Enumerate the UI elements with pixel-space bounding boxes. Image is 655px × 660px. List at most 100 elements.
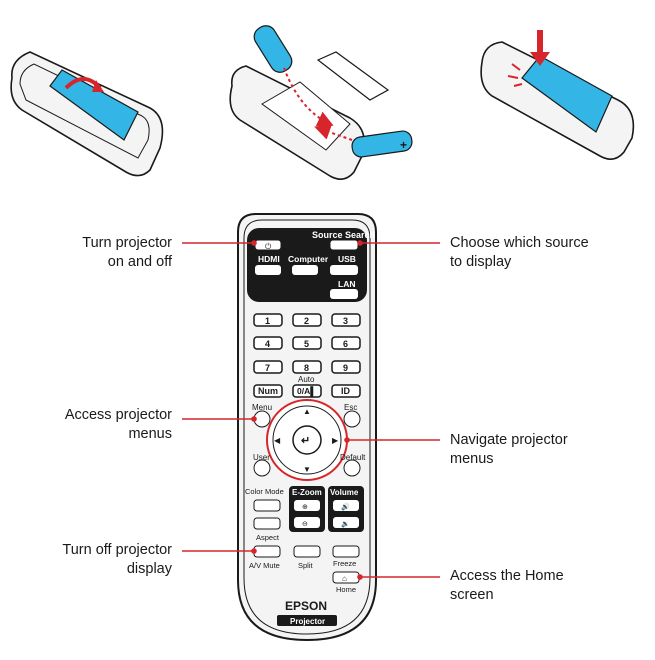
digit-label: 9 bbox=[343, 363, 348, 373]
digit-label: 8 bbox=[304, 363, 309, 373]
volume-up-icon: 🔊 bbox=[341, 502, 350, 511]
battery-cover bbox=[521, 55, 613, 133]
digit-button[interactable] bbox=[292, 336, 322, 350]
digit-label: 3 bbox=[343, 316, 348, 326]
battery-icon bbox=[351, 130, 413, 158]
callout-avmute-line2: display bbox=[126, 561, 172, 577]
callout-home-line2: screen bbox=[450, 587, 494, 603]
menu-label: Menu bbox=[252, 403, 272, 412]
battery-cover bbox=[49, 69, 139, 141]
ezoom-label: E-Zoom bbox=[292, 488, 322, 497]
callout-home: Access the Home screen bbox=[450, 567, 564, 605]
zero-button[interactable] bbox=[292, 384, 322, 398]
usb-button[interactable] bbox=[330, 265, 358, 275]
num-label: Num bbox=[258, 386, 278, 396]
callout-avmute: Turn off projector display bbox=[16, 541, 172, 579]
callout-lines bbox=[182, 240, 440, 580]
up-arrow-icon[interactable]: ▲ bbox=[303, 407, 311, 416]
battery-cover-loose bbox=[316, 51, 390, 101]
battery-step-3 bbox=[480, 30, 635, 160]
callout-menus-line1: Access projector bbox=[64, 407, 172, 423]
digit-label: 4 bbox=[265, 339, 270, 349]
default-button[interactable] bbox=[343, 459, 361, 477]
battery-step-2: + bbox=[229, 25, 413, 180]
digit-label: 6 bbox=[343, 339, 348, 349]
left-arrow-icon[interactable]: ◀ bbox=[274, 436, 281, 445]
hdmi-button[interactable] bbox=[255, 265, 281, 275]
callout-navigate-line2: menus bbox=[450, 451, 494, 467]
ezoom-in-button[interactable] bbox=[294, 500, 320, 511]
digit-button[interactable] bbox=[253, 313, 283, 327]
svg-text:+: + bbox=[400, 138, 407, 152]
source-search-button[interactable] bbox=[329, 239, 359, 251]
digit-label: 7 bbox=[265, 363, 270, 373]
volume-down-button[interactable] bbox=[333, 517, 359, 528]
right-arrow-icon[interactable]: ▶ bbox=[332, 436, 339, 445]
id-button[interactable] bbox=[331, 384, 361, 398]
digit-label: 2 bbox=[304, 316, 309, 326]
zoom-in-icon: ⊕ bbox=[302, 504, 308, 511]
callout-menus: Access projector menus bbox=[16, 406, 172, 444]
callout-power-line1: Turn projector bbox=[82, 235, 172, 251]
usb-label: USB bbox=[338, 254, 356, 264]
freeze-label: Freeze bbox=[333, 559, 356, 568]
esc-label: Esc bbox=[344, 403, 357, 412]
aspect-button[interactable] bbox=[253, 517, 281, 530]
number-pad: 1 2 3 4 5 6 7 8 9 bbox=[253, 313, 361, 374]
digit-button[interactable] bbox=[331, 313, 361, 327]
model-label: Projector bbox=[290, 617, 325, 626]
brand-logo: EPSON bbox=[285, 599, 327, 613]
callout-avmute-line1: Turn off projector bbox=[62, 542, 172, 558]
callout-menus-line2: menus bbox=[128, 426, 172, 442]
color-mode-button[interactable] bbox=[253, 499, 281, 512]
volume-label: Volume bbox=[330, 488, 359, 497]
split-button[interactable] bbox=[293, 545, 321, 558]
zero-label: 0/A▌ bbox=[297, 386, 316, 397]
hdmi-label: HDMI bbox=[258, 254, 280, 264]
user-label: User bbox=[253, 453, 270, 462]
lan-label: LAN bbox=[338, 279, 355, 289]
battery-step-1 bbox=[10, 51, 164, 177]
digit-button[interactable] bbox=[292, 313, 322, 327]
av-mute-button[interactable] bbox=[253, 545, 281, 558]
callout-source-line2: to display bbox=[450, 254, 512, 270]
volume-up-button[interactable] bbox=[333, 500, 359, 511]
esc-button[interactable] bbox=[343, 410, 361, 428]
callout-power: Turn projector on and off bbox=[16, 234, 172, 272]
auto-label: Auto bbox=[298, 375, 315, 384]
enter-icon: ↵ bbox=[301, 435, 310, 447]
callout-source: Choose which source to display bbox=[450, 234, 589, 272]
callout-home-line1: Access the Home bbox=[450, 568, 564, 584]
id-label: ID bbox=[341, 386, 351, 396]
lan-button[interactable] bbox=[330, 289, 358, 299]
callout-power-line2: on and off bbox=[107, 254, 172, 270]
callout-navigate-line1: Navigate projector bbox=[450, 432, 568, 448]
power-icon: ⏻ bbox=[265, 242, 272, 251]
callout-navigate: Navigate projector menus bbox=[450, 431, 568, 469]
computer-button[interactable] bbox=[292, 265, 318, 275]
color-mode-label: Color Mode bbox=[245, 487, 284, 496]
source-search-label: Source Search bbox=[312, 230, 375, 240]
digit-button[interactable] bbox=[253, 336, 283, 350]
digit-button[interactable] bbox=[331, 360, 361, 374]
default-label: Default bbox=[340, 453, 366, 462]
digit-button[interactable] bbox=[253, 360, 283, 374]
ezoom-out-button[interactable] bbox=[294, 517, 320, 528]
computer-label: Computer bbox=[288, 254, 329, 264]
freeze-button[interactable] bbox=[332, 545, 360, 558]
digit-button[interactable] bbox=[331, 336, 361, 350]
battery-icon bbox=[253, 25, 293, 73]
digit-label: 5 bbox=[304, 339, 309, 349]
num-button[interactable] bbox=[253, 384, 283, 398]
home-label: Home bbox=[336, 585, 356, 594]
split-label: Split bbox=[298, 561, 314, 570]
volume-down-icon: 🔉 bbox=[341, 520, 350, 528]
enter-button[interactable] bbox=[292, 425, 322, 455]
zoom-out-icon: ⊖ bbox=[302, 521, 308, 528]
av-mute-label: A/V Mute bbox=[249, 561, 280, 570]
down-arrow-icon[interactable]: ▼ bbox=[303, 465, 311, 474]
aspect-label: Aspect bbox=[256, 533, 280, 542]
user-button[interactable] bbox=[253, 459, 271, 477]
digit-label: 1 bbox=[265, 316, 270, 326]
digit-button[interactable] bbox=[292, 360, 322, 374]
